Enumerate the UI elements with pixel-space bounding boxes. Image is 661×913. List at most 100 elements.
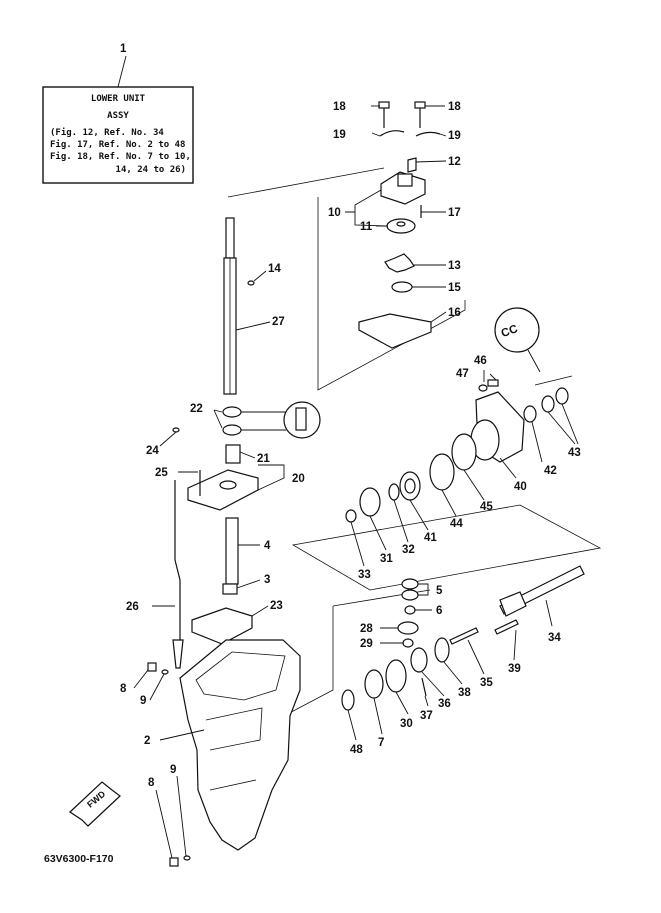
pump-bolt-right [414,101,426,128]
callout-29: 29 [360,638,373,650]
ball-bearing-5 [401,578,419,590]
box-line-2: ASSY [107,111,129,121]
callout-30: 30 [400,718,413,730]
cc-mark-circle: CC [494,307,540,353]
callout-6: 6 [436,605,442,617]
oil-seal-43a [541,395,555,413]
callout-15: 15 [448,282,461,294]
box-line-3: (Fig. 12, Ref. No. 34 [50,127,164,138]
callout-13: 13 [448,260,461,272]
woodruff-key-14 [247,280,255,286]
callout-25: 25 [155,467,168,479]
oil-seal-lower [222,424,242,436]
callout-5: 5 [436,585,443,597]
shim-48 [341,689,355,711]
callout-47: 47 [456,368,469,380]
grommet-left [379,130,405,137]
shim-6 [404,605,416,615]
callout-38: 38 [458,687,471,699]
callout-31: 31 [380,553,393,565]
washer-47 [478,384,488,392]
callout-48: 48 [350,744,363,756]
callout-24: 24 [146,445,159,457]
callout-9-upper: 9 [140,695,146,707]
pinion-28 [397,621,419,635]
callout-45: 45 [480,501,493,513]
pump-housing [380,171,426,205]
shift-rod [172,480,184,669]
callout-18-right: 18 [448,101,461,113]
reverse-gear-31 [359,487,381,517]
oil-seal-housing [187,469,259,511]
oil-seal-43b [555,387,569,405]
callout-3: 3 [264,574,270,586]
collar-21 [225,444,241,464]
pump-housing-cup [397,173,413,187]
callout-43: 43 [568,447,581,459]
shim-33 [345,509,357,523]
drive-shaft [223,217,237,395]
ring-37 [421,677,427,697]
callout-18-left: 18 [333,101,346,113]
callout-34: 34 [548,632,561,644]
spring-39 [494,619,519,635]
callout-10: 10 [328,207,341,219]
callout-22: 22 [190,403,203,415]
callout-16: 16 [448,307,461,319]
outer-plate [358,313,432,349]
callout-32: 32 [402,544,415,556]
callout-21: 21 [257,453,270,465]
callout-17: 17 [448,207,461,219]
callout-11: 11 [360,221,373,233]
callout-42: 42 [544,465,557,477]
pump-insert-12 [407,157,417,173]
box-line-4: Fig. 17, Ref. No. 2 to 48 [50,139,185,150]
shim-32 [388,483,400,501]
o-ring-44 [429,453,455,491]
gasket-9-lower [183,855,191,861]
lower-case [179,639,301,851]
callout-26: 26 [126,601,139,613]
callout-19-left: 19 [333,129,346,141]
oil-seal-upper [222,406,242,418]
nut-29 [402,638,414,648]
callout-14: 14 [268,263,281,275]
gasket-23 [191,607,253,645]
callout-40: 40 [514,481,527,493]
callout-1: 1 [120,43,127,55]
grommet-right [415,131,441,137]
detail-callout-circle [283,401,321,439]
callout-2: 2 [144,735,150,747]
box-line-5: Fig. 18, Ref. No. 7 to 10, [50,151,191,162]
callout-39: 39 [508,663,521,675]
callout-7: 7 [378,737,384,749]
callout-20: 20 [292,473,305,485]
assembly-info-box: LOWER UNIT ASSY (Fig. 12, Ref. No. 34 Fi… [42,86,194,184]
callout-28: 28 [360,623,373,635]
dowel-24 [172,427,180,433]
callout-12: 12 [448,156,461,168]
box-line-1: LOWER UNIT [91,94,146,104]
clutch-38 [434,637,450,663]
callout-46: 46 [474,355,487,367]
cc-label: CC [500,323,520,340]
bolt-46 [487,379,499,387]
pump-bolt-left [378,101,390,128]
shift-plunger-35 [449,627,479,645]
forward-arrow: FWD [69,781,121,827]
tapered-bearing-7 [364,669,384,699]
forward-gear-30 [385,659,407,693]
pin-36 [410,647,428,673]
callout-4: 4 [264,540,271,552]
o-ring-45 [451,433,477,471]
bushing-3 [222,583,238,595]
callout-19-right: 19 [448,130,461,142]
callout-9-lower: 9 [170,764,176,776]
diagram-code: 63V6300-F170 [44,853,114,865]
callout-33: 33 [358,569,371,581]
callout-8-upper: 8 [120,683,127,695]
water-tube-4 [225,517,239,585]
oil-seal-42 [523,405,537,423]
